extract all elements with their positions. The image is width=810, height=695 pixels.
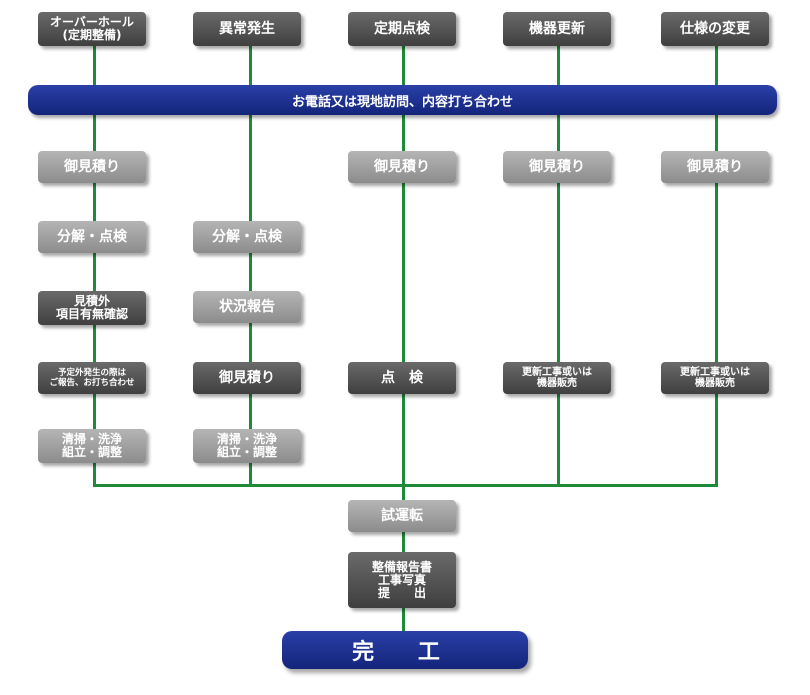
connector-col2 <box>249 45 252 486</box>
step-estimate: 御見積り <box>503 151 611 183</box>
consultation-banner: お電話又は現地訪問、内容打ち合わせ <box>28 85 777 115</box>
connector-col5 <box>715 45 718 486</box>
step-status-report: 状況報告 <box>193 291 301 323</box>
step-update-or-sale: 更新工事或いは 機器販売 <box>661 362 769 394</box>
step-cleaning-assembly: 清掃・洗浄 組立・調整 <box>193 429 301 463</box>
step-unexpected-report: 予定外発生の際は ご報告、お打ち合わせ <box>38 362 146 394</box>
step-maintenance-report: 整備報告書 工事写真 提 出 <box>348 552 456 608</box>
connector-col4 <box>557 45 560 486</box>
step-test-run: 試運転 <box>348 500 456 532</box>
header-periodic-inspection: 定期点検 <box>348 12 456 46</box>
step-cleaning-assembly: 清掃・洗浄 組立・調整 <box>38 429 146 463</box>
step-estimate: 御見積り <box>38 151 146 183</box>
step-update-or-sale: 更新工事或いは 機器販売 <box>503 362 611 394</box>
connector-col3 <box>402 45 405 486</box>
step-inspection: 点 検 <box>348 362 456 394</box>
connector-col1 <box>93 45 96 486</box>
step-estimate: 御見積り <box>661 151 769 183</box>
step-extra-items-check: 見積外 項目有無確認 <box>38 291 146 325</box>
header-spec-change: 仕様の変更 <box>661 12 769 46</box>
header-overhaul: オーバーホール (定期整備) <box>38 12 146 46</box>
step-estimate: 御見積り <box>348 151 456 183</box>
header-equipment-update: 機器更新 <box>503 12 611 46</box>
header-abnormality: 異常発生 <box>193 12 301 46</box>
step-disassembly-inspection: 分解・点検 <box>38 221 146 253</box>
connector-merge <box>93 484 718 487</box>
step-disassembly-inspection: 分解・点検 <box>193 221 301 253</box>
completion-box: 完 工 <box>282 631 528 669</box>
step-estimate: 御見積り <box>193 362 301 394</box>
